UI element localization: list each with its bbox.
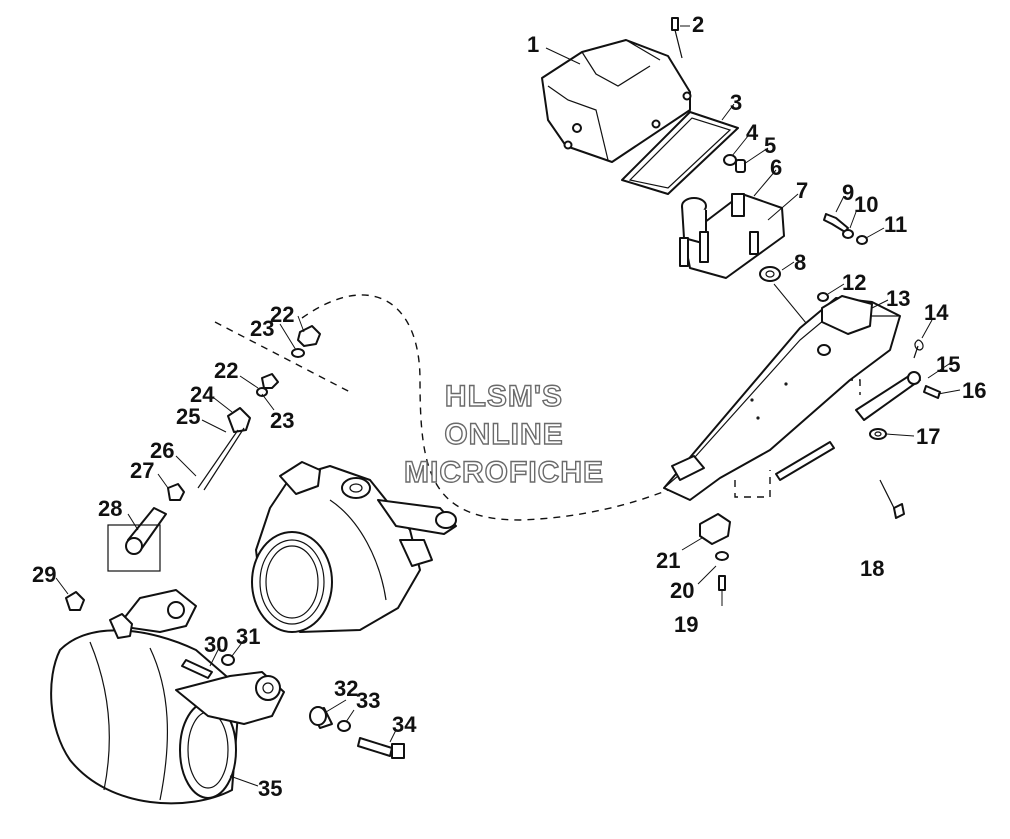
callout-22-lower: 22 <box>214 358 238 383</box>
callout-23-lower: 23 <box>270 408 294 433</box>
clip-part <box>923 385 941 399</box>
cotter-pin-part <box>913 339 924 359</box>
washer-part-31 <box>221 654 235 666</box>
callout-9: 9 <box>842 180 854 205</box>
callout-28: 28 <box>98 496 122 521</box>
linkage-rod-part <box>855 371 921 421</box>
nut-part-29 <box>65 591 85 611</box>
long-bolt-part <box>775 441 905 519</box>
washer-part-33 <box>337 720 351 732</box>
callout-18: 18 <box>860 556 884 581</box>
callout-35: 35 <box>258 776 282 801</box>
spacer-part-32 <box>309 706 333 729</box>
washer-part-17 <box>869 428 887 440</box>
callout-8: 8 <box>794 250 806 275</box>
screw-part <box>671 17 683 59</box>
mounting-bracket-part <box>663 295 901 501</box>
spacer-part <box>735 159 746 173</box>
nut-washer-set-upper <box>256 325 321 397</box>
bolt-part-34 <box>357 737 405 759</box>
callout-31: 31 <box>236 624 260 649</box>
plug-part <box>723 154 737 166</box>
callout-5: 5 <box>764 133 776 158</box>
callout-14: 14 <box>924 300 949 325</box>
callout-10: 10 <box>854 192 878 217</box>
callout-21: 21 <box>656 548 680 573</box>
watermark-line-2: ONLINE <box>444 418 563 451</box>
callout-32: 32 <box>334 676 358 701</box>
callout-23-upper: 23 <box>250 316 274 341</box>
callout-13: 13 <box>886 286 910 311</box>
small-screw-part-30 <box>181 659 213 679</box>
watermark-line-1: HLSM'S <box>445 380 563 413</box>
rod-end-bolt-part <box>167 407 251 501</box>
callout-29: 29 <box>32 562 56 587</box>
callout-4: 4 <box>746 120 759 145</box>
lower-bracket-dashed-line <box>734 470 771 498</box>
callout-1: 1 <box>527 32 539 57</box>
throttle-body-housing-part <box>251 461 457 633</box>
rod-end-part <box>107 507 167 572</box>
callout-3: 3 <box>730 90 742 115</box>
callout-27: 27 <box>130 458 154 483</box>
callout-7: 7 <box>796 178 808 203</box>
bolt-washer-set <box>823 213 868 245</box>
rubber-pad-part <box>699 513 731 545</box>
callout-24: 24 <box>190 382 215 407</box>
callout-30: 30 <box>204 632 228 657</box>
callout-6: 6 <box>770 155 782 180</box>
callout-34: 34 <box>392 712 417 737</box>
callout-17: 17 <box>916 424 940 449</box>
callout-12: 12 <box>842 270 866 295</box>
callout-20: 20 <box>670 578 694 603</box>
callout-15: 15 <box>936 352 960 377</box>
callout-16: 16 <box>962 378 986 403</box>
callout-25: 25 <box>176 404 200 429</box>
callout-33: 33 <box>356 688 380 713</box>
control-module-part <box>679 193 785 279</box>
watermark: HLSM'S ONLINE MICROFICHE <box>403 379 604 489</box>
throttle-boot-part <box>50 589 285 805</box>
routing-dashed-line <box>301 294 669 521</box>
watermark-line-3: MICROFICHE <box>404 456 604 489</box>
cover-box-part <box>541 39 692 163</box>
gasket-part <box>621 111 739 195</box>
callout-19: 19 <box>674 612 698 637</box>
callout-22-upper: 22 <box>270 302 294 327</box>
screw-part-19 <box>718 575 726 606</box>
callout-11: 11 <box>884 212 907 237</box>
callout-26: 26 <box>150 438 174 463</box>
callout-labels: 1 2 3 4 5 6 7 8 9 10 11 12 13 14 15 16 1… <box>32 12 986 801</box>
callout-leaders <box>55 25 961 787</box>
washer-part-20 <box>715 551 729 561</box>
washer-part-12 <box>817 292 829 302</box>
callout-2: 2 <box>692 12 704 37</box>
